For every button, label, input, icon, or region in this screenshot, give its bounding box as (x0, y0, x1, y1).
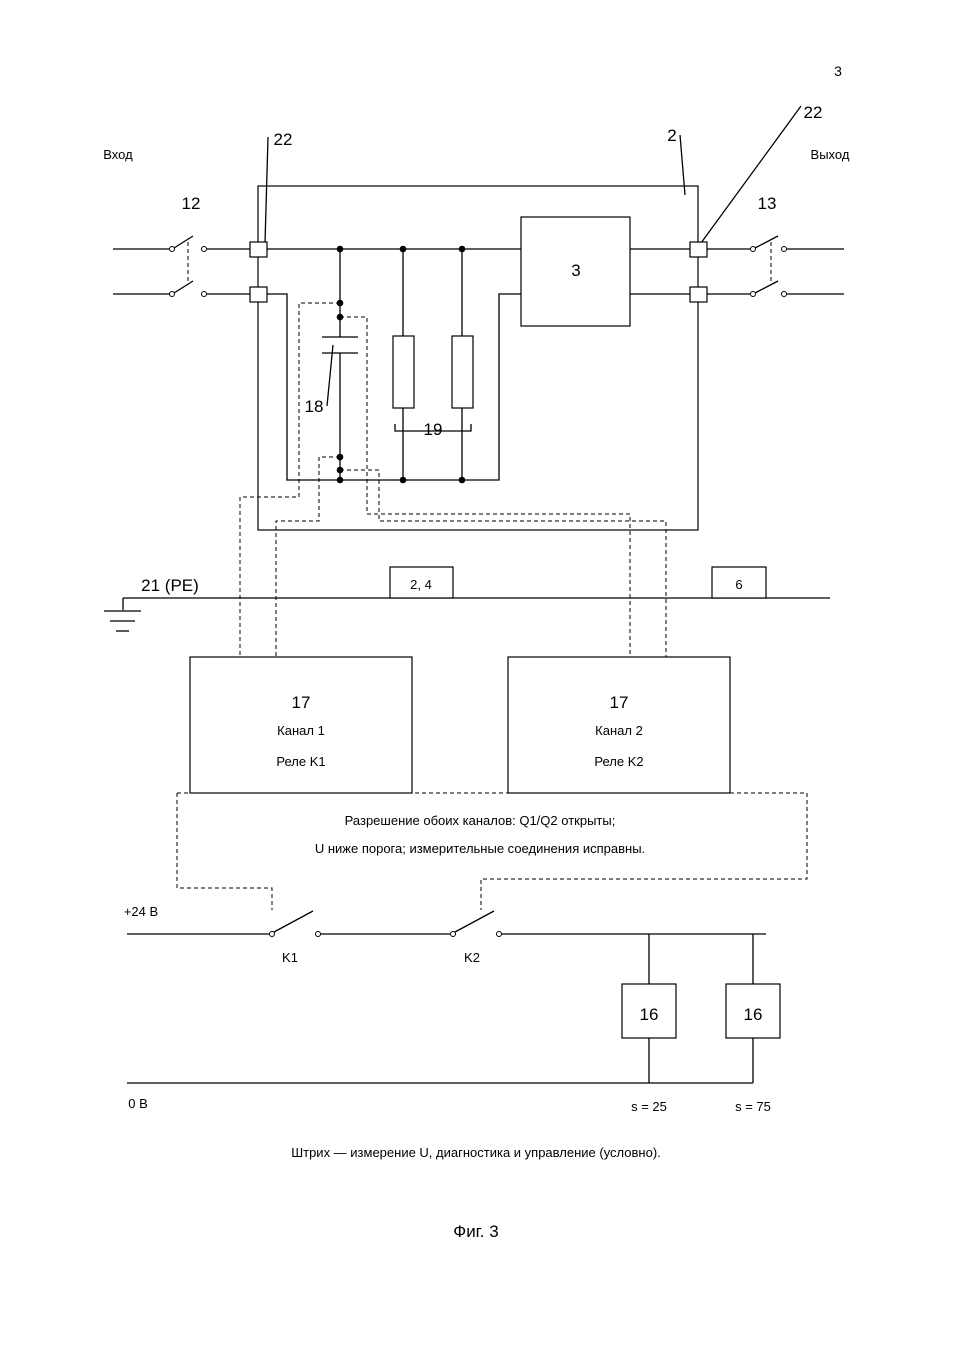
pe-rail (104, 597, 830, 632)
channel-1-block (189, 656, 413, 794)
pe-rail-ref: 21 (PE) (141, 576, 199, 595)
pe-box-b-label: 6 (735, 577, 742, 592)
terminal-in-upper (249, 241, 268, 258)
leader-housing (679, 134, 686, 196)
output-switch (707, 235, 844, 297)
terminal-out-upper (689, 241, 708, 258)
figure-caption: Фиг. 3 (453, 1222, 498, 1241)
channel-2-name: Канал 2 (595, 723, 643, 738)
loads (127, 934, 781, 1084)
measurement-lines (239, 302, 667, 657)
input-switch (113, 235, 250, 297)
legend-note: Штрих — измерение U, диагностика и управ… (291, 1145, 661, 1160)
enable-text-line1: Разрешение обоих каналов: Q1/Q2 открыты; (345, 813, 616, 828)
channel-2-ref: 17 (610, 693, 629, 712)
contact-k1-label: K1 (282, 950, 298, 965)
load-2-s-label: s = 75 (735, 1099, 771, 1114)
channel-1-name: Канал 1 (277, 723, 325, 738)
capacitor-ref: 18 (305, 397, 324, 416)
ref-switch-in: 12 (182, 194, 201, 213)
housing-frame (257, 185, 699, 531)
ref-housing: 2 (667, 126, 676, 145)
load-2-ref: 16 (744, 1005, 763, 1024)
enable-control-lines (176, 792, 808, 910)
leader-terminal-right (700, 105, 802, 244)
load-1-ref: 16 (640, 1005, 659, 1024)
resistors (392, 245, 474, 484)
supply-plus-label: +24 В (124, 904, 158, 919)
ref-terminal-right: 22 (804, 103, 823, 122)
supply-zero-label: 0 В (128, 1096, 148, 1111)
pe-box-a-label: 2, 4 (410, 577, 432, 592)
leader-terminal-left (264, 136, 269, 244)
page-number: 3 (834, 63, 842, 79)
capacitor (322, 245, 358, 484)
contact-k2-label: K2 (464, 950, 480, 965)
channel-2-relay: Реле K2 (594, 754, 643, 769)
pe-box-a (389, 566, 454, 599)
input-label: Вход (103, 147, 133, 162)
terminal-in-lower (249, 286, 268, 303)
pe-box-b (711, 566, 767, 599)
ref-switch-out: 13 (758, 194, 777, 213)
channel-2-block (507, 656, 731, 794)
relay-contacts (127, 910, 766, 937)
terminal-out-lower (689, 286, 708, 303)
converter-ref: 3 (571, 261, 580, 280)
dc-minus-bus (267, 293, 521, 481)
resistors-ref: 19 (424, 420, 443, 439)
load-1-s-label: s = 25 (631, 1099, 667, 1114)
output-label: Выход (811, 147, 850, 162)
converter-block (520, 216, 631, 327)
channel-1-ref: 17 (292, 693, 311, 712)
enable-text-line2: U ниже порога; измерительные соединения … (315, 841, 645, 856)
ref-terminal-left: 22 (274, 130, 293, 149)
channel-1-relay: Реле K1 (276, 754, 325, 769)
